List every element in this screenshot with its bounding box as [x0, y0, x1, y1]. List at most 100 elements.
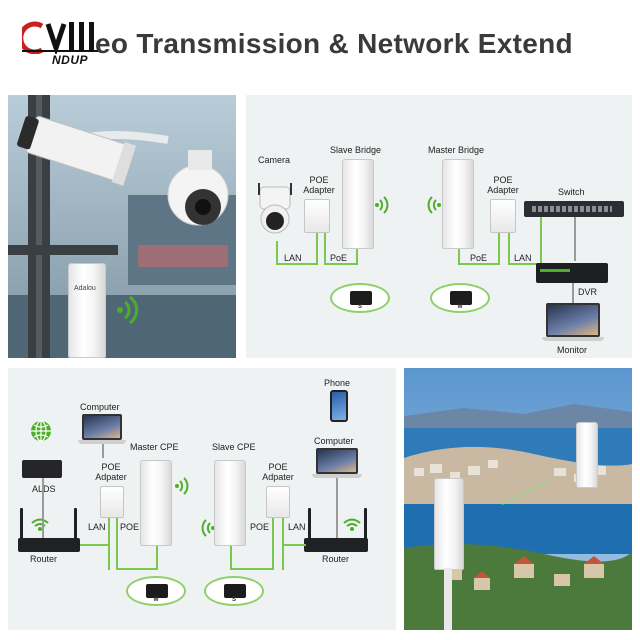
wire	[156, 546, 158, 570]
master-cpe-device	[140, 460, 172, 546]
wifi-icon	[343, 518, 361, 531]
adapter-left-label: Adpater	[95, 472, 127, 482]
wifi-signal-icon	[427, 196, 441, 214]
wire	[116, 518, 118, 570]
diagram-router-cpe: Phone ALDS Computer Master CPE POE Adpat…	[8, 368, 396, 630]
badge-master: M	[430, 283, 490, 313]
wifi-signal-icon	[375, 196, 389, 214]
poe-right-label: POE	[268, 462, 288, 472]
wire	[336, 478, 338, 538]
router-antenna	[308, 508, 311, 540]
poe-adapter-1-label: POE	[309, 175, 329, 185]
router-antenna	[364, 508, 367, 540]
alds-device	[22, 460, 62, 478]
slave-bridge-label: Slave Bridge	[330, 145, 382, 155]
wire-poe-right-label: POE	[250, 522, 270, 532]
router-right-label: Router	[322, 554, 350, 564]
wire	[80, 544, 110, 546]
laptop-left-screen	[82, 414, 122, 440]
badge-device-icon	[450, 291, 472, 305]
slave-bridge-device	[342, 159, 374, 249]
badge-slave: S	[204, 576, 264, 606]
laptop-right-screen	[316, 448, 358, 474]
phone-label: Phone	[324, 378, 351, 388]
wire	[572, 283, 574, 305]
badge-s-label: S	[231, 597, 236, 603]
master-cpe-label: Master CPE	[130, 442, 179, 452]
badge-device-icon	[350, 291, 372, 305]
poe-adapter-2-label: POE	[493, 175, 513, 185]
poe-adapter-2-sublabel: Adapter	[487, 185, 519, 195]
badge-m-label: M	[457, 304, 463, 310]
wire-lan-left-label: LAN	[284, 253, 302, 263]
cpe-device-far	[576, 422, 598, 488]
badge-m-label: M	[153, 597, 159, 603]
wire	[316, 233, 318, 265]
master-bridge-label: Master Bridge	[428, 145, 485, 155]
slave-cpe-label: Slave CPE	[212, 442, 256, 452]
wire	[324, 263, 358, 265]
brand-logo: NDUP	[22, 20, 102, 72]
cpe-device-near	[434, 478, 464, 570]
monitor-screen	[546, 303, 600, 337]
logo-mark-icon	[22, 21, 100, 54]
computer-left-label: Computer	[80, 402, 120, 412]
phone-device	[330, 390, 348, 422]
badge-master: M	[126, 576, 186, 606]
poe-adapter-1	[304, 199, 330, 233]
wire	[498, 233, 500, 265]
badge-device-icon	[146, 584, 168, 598]
device-brand-label: Adalou	[74, 285, 96, 292]
router-left-label: Router	[30, 554, 58, 564]
poe-adapter-1-sublabel: Adapter	[303, 185, 335, 195]
monitor-label: Monitor	[557, 345, 588, 355]
cpe-device	[68, 263, 106, 358]
wire-lan-right-label: LAN	[514, 253, 532, 263]
wire-lan-left-label: LAN	[88, 522, 106, 532]
wire	[324, 233, 326, 265]
wire	[540, 217, 542, 265]
mount-pole	[444, 568, 452, 630]
wifi-signal-icon	[175, 477, 189, 495]
wire	[230, 568, 274, 570]
badge-s-label: S	[357, 304, 362, 310]
wire-poe-right-label: PoE	[470, 253, 488, 263]
poe-adapter-2	[490, 199, 516, 233]
wifi-signal-icon	[117, 295, 139, 325]
router-left-device	[18, 538, 80, 552]
badge-device-icon	[224, 584, 246, 598]
street-scene-image	[8, 95, 236, 358]
logo-wordmark: NDUP	[52, 53, 89, 67]
wire	[282, 544, 306, 546]
wire	[272, 518, 274, 570]
computer-right-label: Computer	[314, 436, 354, 446]
camera-label: Camera	[258, 155, 291, 165]
photo-coastal-cpe	[404, 368, 632, 630]
wireless-link-icon	[501, 481, 549, 505]
wire	[230, 546, 232, 570]
poe-adapter-right	[266, 486, 290, 518]
master-bridge-device	[442, 159, 474, 249]
wire	[508, 233, 510, 265]
laptop-left-base	[78, 440, 126, 444]
wire	[508, 263, 542, 265]
page-title: eo Transmission & Network Extend	[95, 28, 573, 59]
router-antenna	[74, 508, 77, 540]
photo-camera-cpe: Adalou	[8, 95, 236, 358]
wire	[356, 249, 358, 265]
globe-icon	[31, 420, 51, 442]
wire	[458, 263, 498, 265]
router-right-device	[304, 538, 368, 552]
badge-slave: S	[330, 283, 390, 313]
switch-label: Switch	[558, 187, 585, 197]
wire-poe-left-label: POE	[120, 522, 140, 532]
router-antenna	[20, 508, 23, 540]
poe-adapter-left	[100, 486, 124, 518]
monitor-base	[542, 337, 604, 341]
wifi-icon	[31, 518, 49, 531]
ptz-camera-icon	[258, 183, 292, 234]
wire-lan-right-label: LAN	[288, 522, 306, 532]
adapter-right-label: Adpater	[262, 472, 294, 482]
diagram-camera-bridge: Camera POE Adapter Slave Bridge Master B…	[246, 95, 632, 358]
slave-cpe-device	[214, 460, 246, 546]
